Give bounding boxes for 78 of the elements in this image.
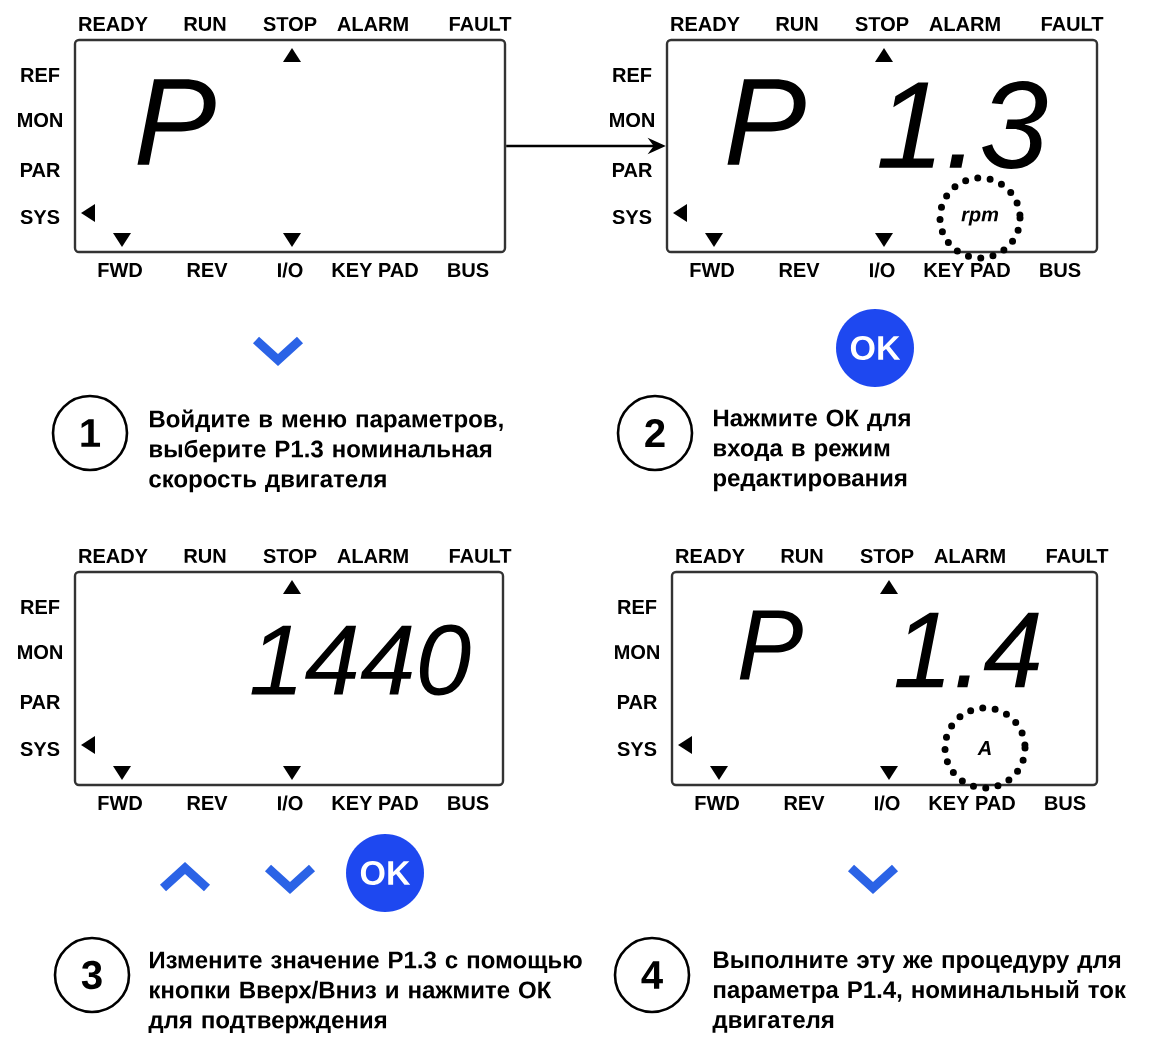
status-label: RUN (184, 549, 226, 563)
mode-label: REF (613, 68, 652, 82)
status-label: ALARM (337, 17, 408, 31)
status-label: BUS (448, 795, 489, 811)
mode-label: PAR (21, 163, 60, 177)
status-label: I/O (278, 795, 303, 811)
status-label: STOP (860, 548, 914, 564)
mode-label: REF (618, 600, 657, 614)
status-label: READY (79, 17, 148, 31)
status-label: RUN (781, 549, 823, 563)
lcd-display (18, 16, 512, 278)
status-label: READY (671, 17, 740, 31)
status-label: READY (676, 549, 745, 563)
status-label: RUN (184, 17, 226, 31)
instruction-text: Измените значение P1.3 с помощью кнопки Вверх/Вниз и нажмите ОК для подтверждения (148, 951, 582, 1034)
status-label: ALARM (934, 549, 1005, 563)
status-label: FAULT (1046, 549, 1109, 563)
status-label: STOP (263, 16, 317, 32)
step-number: 3 (53, 936, 131, 1014)
display-digits: P (137, 79, 216, 165)
mode-label: REF (21, 68, 60, 82)
status-label: I/O (278, 262, 303, 278)
lcd-display (610, 16, 1104, 278)
status-label: KEY PAD (332, 263, 418, 277)
unit-indicator: rpm (936, 174, 1024, 262)
mode-label: SYS (612, 209, 652, 225)
status-label: ALARM (337, 549, 408, 563)
mode-label: MON (18, 112, 62, 128)
status-label: FWD (98, 263, 142, 277)
status-label: FWD (690, 263, 734, 277)
mode-label: PAR (21, 695, 60, 709)
status-label: REV (779, 263, 820, 277)
mode-label: MON (615, 644, 659, 660)
mode-label: PAR (613, 163, 652, 177)
instruction-text: Войдите в меню параметров, выберите P1.3 номинальная скорость двигателя (149, 409, 503, 493)
step-number: 4 (613, 936, 691, 1014)
instruction-text: Нажмите ОК для входа в режим редактирования (713, 409, 910, 492)
mode-label: SYS (617, 741, 657, 757)
status-label: FAULT (449, 549, 512, 563)
status-label: FAULT (449, 17, 512, 31)
mode-label: REF (21, 600, 60, 614)
status-label: STOP (263, 548, 317, 564)
display-digits: 1.4 (895, 612, 1039, 688)
mode-label: MON (18, 644, 62, 660)
status-label: BUS (1040, 262, 1081, 278)
ok-button: OK (836, 309, 914, 387)
mode-label: PAR (618, 695, 657, 709)
status-label: KEY PAD (929, 796, 1015, 810)
lcd-display (615, 548, 1109, 811)
status-label: BUS (448, 262, 489, 278)
status-label: KEY PAD (332, 796, 418, 810)
mode-label: MON (610, 112, 654, 128)
display-digits: 1.3 (879, 81, 1048, 169)
status-label: REV (187, 796, 228, 810)
status-label: FWD (695, 796, 739, 810)
status-label: REV (187, 263, 228, 277)
lcd-display (18, 548, 512, 811)
status-label: REV (784, 796, 825, 810)
unit-indicator: A (941, 704, 1029, 792)
display-digits: P (727, 79, 806, 165)
display-digits: 1440 (251, 624, 471, 696)
status-label: READY (79, 549, 148, 563)
step-number: 1 (51, 394, 129, 472)
step-number: 2 (616, 394, 694, 472)
status-label: I/O (870, 262, 895, 278)
status-label: STOP (855, 16, 909, 32)
mode-label: SYS (20, 209, 60, 225)
status-label: KEY PAD (924, 263, 1010, 277)
instruction-text: Выполните эту же процедуру для параметра P1.4, номинальный ток двигателя (712, 951, 1126, 1033)
display-digits: P (739, 610, 803, 680)
status-label: RUN (776, 17, 818, 31)
status-label: I/O (875, 795, 900, 811)
mode-label: SYS (20, 741, 60, 757)
status-label: ALARM (929, 17, 1000, 31)
status-label: BUS (1045, 795, 1086, 811)
status-label: FAULT (1041, 17, 1104, 31)
ok-button: OK (346, 834, 424, 912)
status-label: FWD (98, 796, 142, 810)
